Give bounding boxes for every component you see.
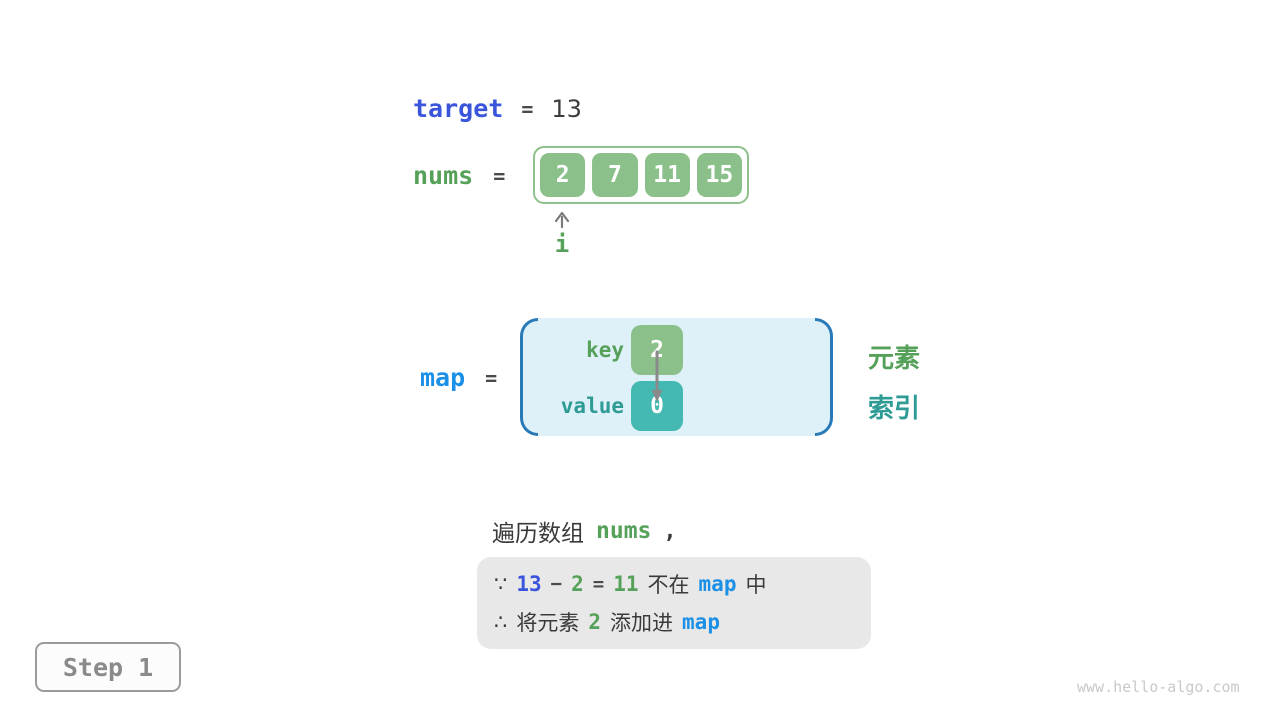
note-line-2: ∴ 将元素 2 添加进 map [494,607,854,637]
caption-text: 遍历数组 [492,521,584,547]
nums-assignment: nums = [413,161,505,190]
because-symbol: ∵ [494,572,508,596]
note-segment: 添加进 [610,611,674,635]
array-cell: 11 [644,153,690,197]
key-cell: 2 [631,325,683,375]
note-segment: 中 [745,573,767,597]
map-assignment: map = [420,363,497,392]
target-value: 13 [551,94,582,123]
nums-array: 2 7 11 15 [533,146,749,204]
target-label: target [413,94,504,123]
caption: 遍历数组 nums , [492,514,677,548]
array-cell: 7 [592,153,638,197]
key-label: key [586,338,624,362]
note-segment: map [698,572,737,596]
watermark: www.hello-algo.com [1077,678,1240,696]
nums-label: nums [413,161,474,190]
minus-sign: − [550,573,563,595]
equals-sign: = [521,96,534,121]
key-to-value-arrow-icon [651,350,663,402]
array-cell: 2 [540,153,586,197]
note-box: ∵ 13 − 2 = 11 不在 map 中 ∴ 将元素 2 添加进 map [477,557,871,649]
map-bracket-right [815,318,833,436]
note-line-1: ∵ 13 − 2 = 11 不在 map 中 [494,569,854,599]
map-container: key value 2 0 [520,318,833,436]
target-assignment: target = 13 [413,94,582,123]
index-pointer-label: i [554,230,570,258]
step-badge: Step 1 [35,642,181,692]
note-segment: map [682,610,720,634]
note-segment: 将元素 [516,611,580,635]
equals-sign: = [493,163,506,188]
equals-sign: = [485,365,498,390]
caption-code: nums [596,518,652,544]
therefore-symbol: ∴ [494,610,508,634]
note-segment: 11 [613,572,639,596]
array-cell: 15 [696,153,742,197]
note-segment: 2 [571,572,584,596]
note-segment: 不在 [647,573,690,597]
element-annotation: 元素 [868,344,921,374]
value-label: value [560,394,624,418]
note-segment: 2 [588,610,602,634]
index-annotation: 索引 [868,394,921,424]
note-segment: 13 [516,572,542,596]
equals-sign: = [592,573,605,595]
caption-comma: , [663,518,677,544]
map-label: map [420,363,466,392]
index-pointer-arrow-icon [554,211,570,229]
